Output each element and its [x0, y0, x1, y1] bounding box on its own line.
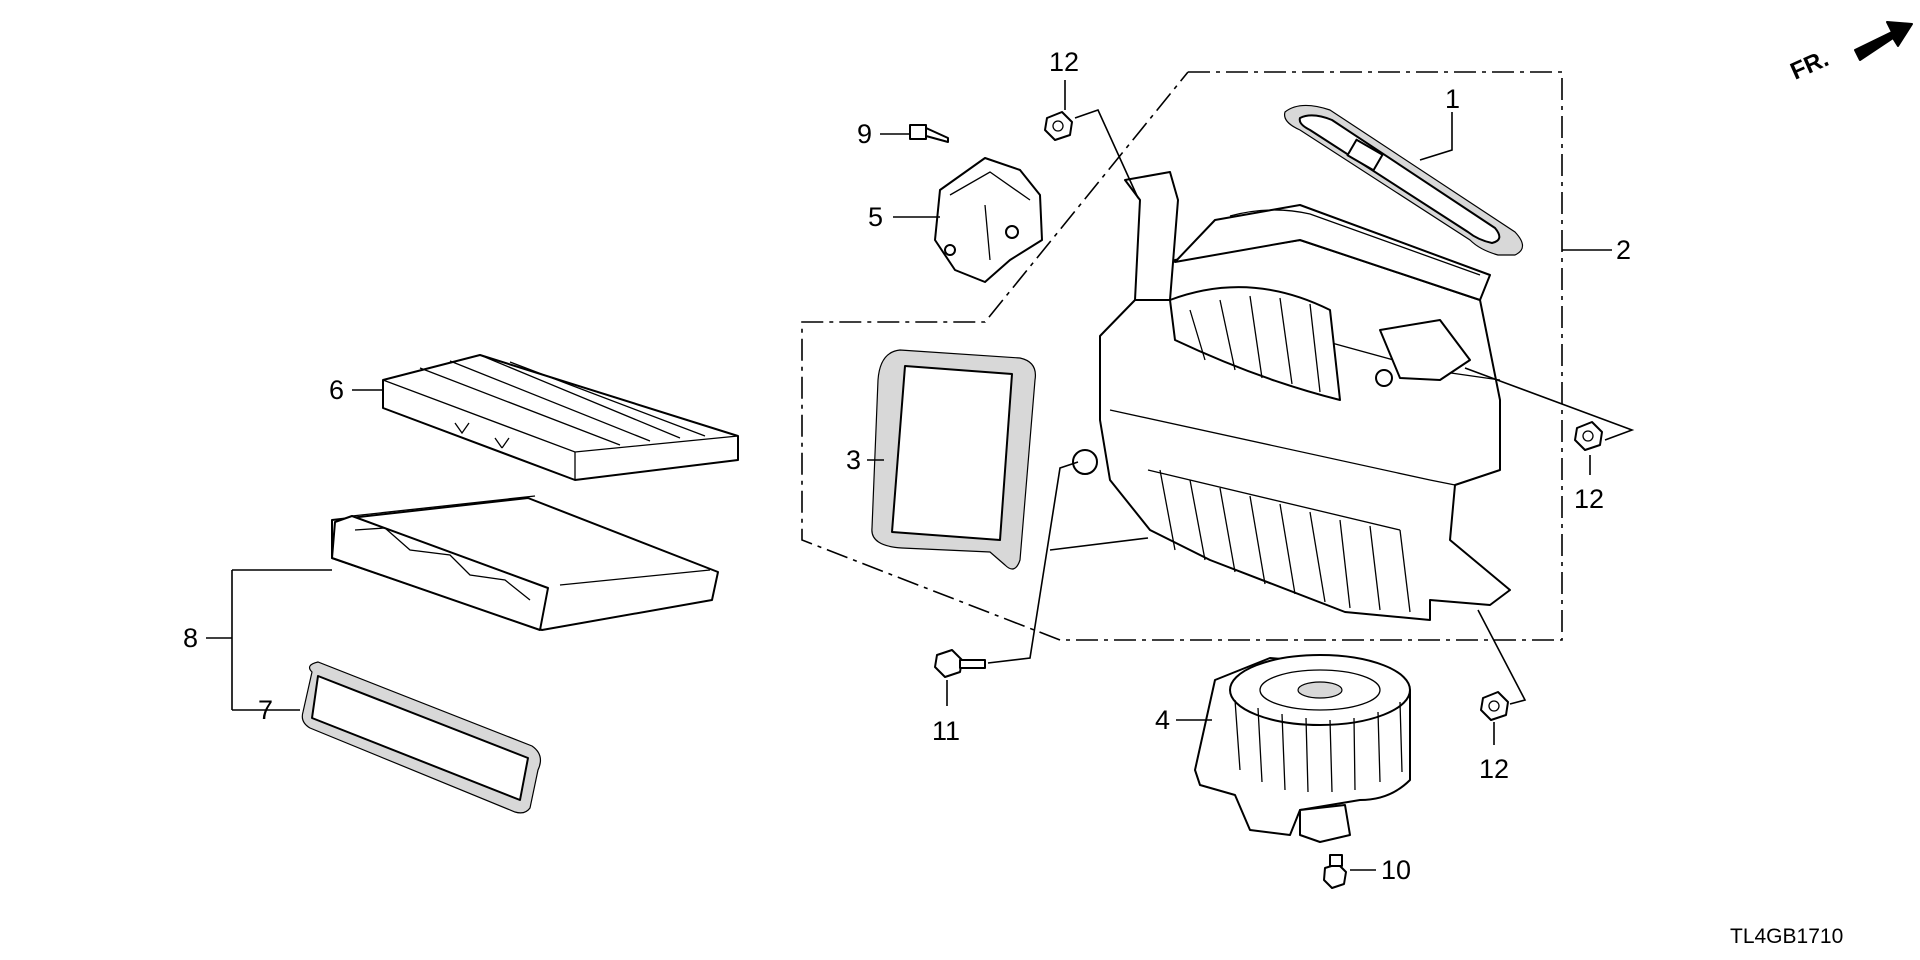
air-filter-part — [382, 354, 739, 481]
front-direction-indicator: FR. — [1786, 21, 1913, 85]
blower-motor-part — [1194, 654, 1411, 843]
blower-case-part — [1072, 171, 1511, 621]
diagram-code: TL4GB1710 — [1730, 925, 1843, 948]
callout-11: 11 — [932, 716, 960, 746]
assembly-boundary — [801, 71, 1563, 641]
callout-12-right: 12 — [1574, 484, 1604, 514]
leader-line-1 — [1419, 112, 1453, 161]
cover-gasket-part — [301, 661, 542, 814]
screw-10 — [1323, 854, 1347, 889]
actuator-part — [934, 157, 1043, 283]
leader-line-12-top — [1064, 80, 1139, 199]
nut-12-bottom — [1480, 691, 1509, 721]
nut-12-right — [1574, 421, 1603, 451]
leader-line-11-to-case — [987, 461, 1079, 664]
leader-line-12-right — [1464, 367, 1635, 475]
callout-8: 8 — [183, 623, 198, 653]
screw-9 — [909, 124, 949, 143]
frame-seal-part — [871, 349, 1037, 570]
callout-1: 1 — [1445, 84, 1460, 114]
front-arrow-icon — [1854, 21, 1913, 61]
filter-cover-part — [331, 495, 719, 631]
callout-4: 4 — [1155, 705, 1170, 735]
leader-line-8 — [206, 569, 332, 711]
callout-10: 10 — [1381, 855, 1411, 885]
callout-2: 2 — [1616, 235, 1631, 265]
callout-12-top: 12 — [1049, 47, 1079, 77]
callout-6: 6 — [329, 375, 344, 405]
nut-12-top — [1044, 111, 1073, 141]
bolt-11 — [934, 649, 986, 678]
seal-gasket-part — [1283, 104, 1524, 256]
front-label: FR. — [1786, 45, 1832, 85]
callout-12-bottom: 12 — [1479, 754, 1509, 784]
leader-line-12-bottom — [1477, 609, 1527, 745]
callout-9: 9 — [857, 119, 872, 149]
callout-7: 7 — [258, 695, 273, 725]
callout-3: 3 — [846, 445, 861, 475]
leader-line-11-to-case-2 — [1049, 537, 1149, 551]
callout-5: 5 — [868, 202, 883, 232]
